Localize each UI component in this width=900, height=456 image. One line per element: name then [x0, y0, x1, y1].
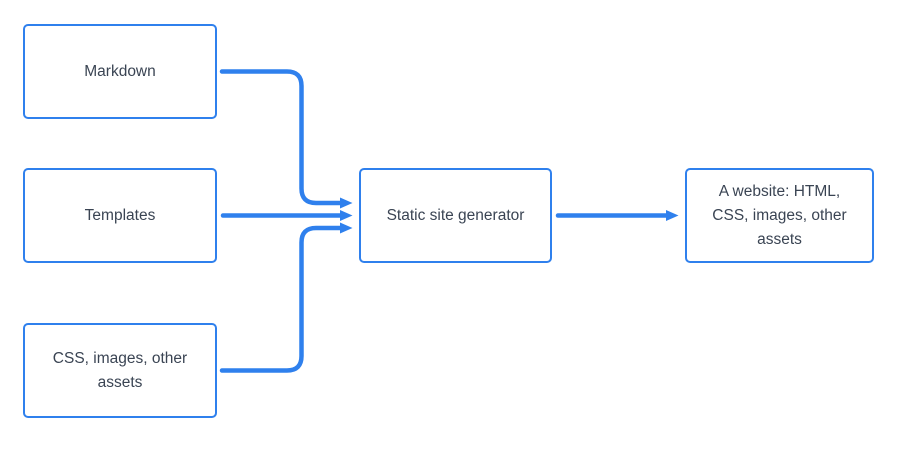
node-website: A website: HTML, CSS, images, other asse… [685, 168, 874, 263]
node-website-label: A website: HTML, CSS, images, other asse… [712, 182, 847, 248]
node-css-assets: CSS, images, other assets [23, 323, 217, 418]
node-templates: Templates [23, 168, 217, 263]
node-generator-label: Static site generator [386, 206, 525, 224]
node-generator: Static site generator [359, 168, 552, 263]
edge-css-assets-to-generator [219, 222, 353, 373]
node-templates-label: Templates [84, 206, 156, 224]
node-markdown: Markdown [23, 24, 217, 119]
node-markdown-label: Markdown [84, 62, 156, 80]
node-css-assets-label: CSS, images, other assets [52, 349, 188, 391]
edge-markdown-to-generator [219, 69, 353, 209]
